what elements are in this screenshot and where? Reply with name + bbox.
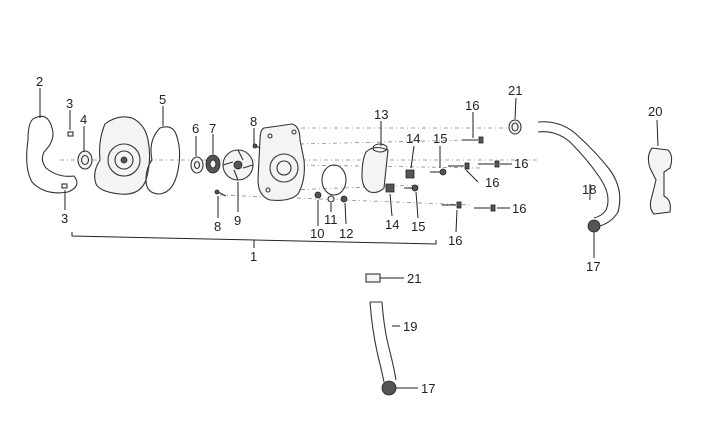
label-part-17-bottom: 17 bbox=[421, 381, 435, 396]
label-part-15-upper: 15 bbox=[433, 131, 447, 146]
o-ring bbox=[321, 164, 347, 196]
hose-part-18 bbox=[537, 121, 621, 227]
pump-cover bbox=[94, 116, 151, 195]
bolt-part-16-b bbox=[448, 162, 470, 170]
label-part-15-lower: 15 bbox=[411, 219, 425, 234]
label-part-10: 10 bbox=[310, 226, 324, 241]
label-part-5: 5 bbox=[159, 92, 166, 107]
label-part-18: 18 bbox=[582, 182, 596, 197]
label-part-19: 19 bbox=[403, 319, 417, 334]
washer-part-6 bbox=[190, 156, 204, 174]
label-part-6: 6 bbox=[192, 121, 199, 136]
label-part-14-lower: 14 bbox=[385, 217, 399, 232]
hose-clamp-part-17-right bbox=[587, 219, 601, 233]
label-part-1: 1 bbox=[250, 249, 257, 264]
label-part-21-lower: 21 bbox=[407, 271, 421, 286]
bolt-part-12 bbox=[340, 195, 348, 203]
gasket-part-2 bbox=[26, 115, 78, 194]
bolt-part-14-upper bbox=[405, 169, 415, 179]
impeller-part-9 bbox=[222, 149, 254, 181]
label-part-16-a: 16 bbox=[465, 98, 479, 113]
bolt-part-16-a bbox=[462, 136, 484, 144]
label-part-8-lower: 8 bbox=[214, 219, 221, 234]
label-part-9: 9 bbox=[234, 213, 241, 228]
bearing-part-7 bbox=[205, 154, 221, 174]
label-part-12: 12 bbox=[339, 226, 353, 241]
seal-part-4 bbox=[77, 150, 93, 170]
part-labels: 1 2 3 3 4 5 6 7 8 8 9 10 11 12 13 14 14 … bbox=[36, 74, 662, 396]
label-part-11: 11 bbox=[324, 212, 338, 227]
label-part-20: 20 bbox=[648, 104, 662, 119]
label-part-3-lower: 3 bbox=[61, 211, 68, 226]
bolt-part-16-c bbox=[478, 160, 500, 168]
dowel-pin-part-3-lower bbox=[61, 183, 68, 189]
gasket-part-5 bbox=[145, 126, 181, 195]
label-part-4: 4 bbox=[80, 112, 87, 127]
label-part-16-e: 16 bbox=[448, 233, 462, 248]
label-part-17-right: 17 bbox=[586, 259, 600, 274]
outlet-elbow-part-13 bbox=[361, 143, 389, 194]
label-part-13: 13 bbox=[374, 107, 388, 122]
washer-part-10 bbox=[314, 191, 322, 199]
leader-lines bbox=[39, 88, 659, 389]
bolt-part-14-lower bbox=[385, 183, 395, 193]
label-part-16-b: 16 bbox=[514, 156, 528, 171]
clamp-part-21-upper bbox=[508, 119, 522, 135]
seal-part-11 bbox=[327, 195, 335, 203]
label-part-21-upper: 21 bbox=[508, 83, 522, 98]
label-part-3-upper: 3 bbox=[66, 96, 73, 111]
bolt-part-15-lower bbox=[404, 184, 419, 192]
bolt-part-16-d bbox=[442, 201, 462, 209]
bracket-part-20 bbox=[647, 147, 673, 215]
bolt-part-16-e bbox=[474, 204, 496, 212]
label-part-16-d: 16 bbox=[512, 201, 526, 216]
hose-clamp-part-17-bottom bbox=[381, 380, 397, 396]
pump-housing bbox=[257, 123, 305, 201]
label-part-2: 2 bbox=[36, 74, 43, 89]
label-part-7: 7 bbox=[209, 121, 216, 136]
label-part-16-c: 16 bbox=[485, 175, 499, 190]
bolt-part-15-upper bbox=[430, 168, 447, 176]
label-part-14-upper: 14 bbox=[406, 131, 420, 146]
dowel-pin-part-3-upper bbox=[67, 131, 74, 137]
screw-part-8-lower bbox=[214, 189, 227, 197]
clamp-part-21-lower bbox=[365, 273, 381, 283]
hose-part-19 bbox=[369, 301, 397, 383]
label-part-8-upper: 8 bbox=[250, 114, 257, 129]
